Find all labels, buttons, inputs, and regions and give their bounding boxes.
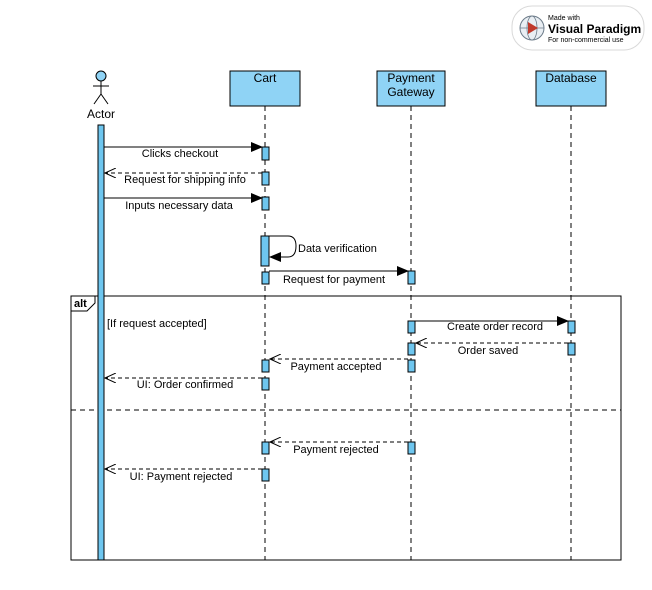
alt-fragment: alt [If request accepted] bbox=[70, 295, 622, 561]
message-clicks-checkout[interactable]: Clicks checkout bbox=[104, 142, 263, 160]
message-label: Data verification bbox=[298, 243, 377, 255]
message-label: Create order record bbox=[447, 321, 543, 333]
message-payment-accepted[interactable]: Payment accepted bbox=[270, 359, 408, 373]
alt-operator-label: alt bbox=[74, 298, 87, 310]
message-label: UI: Order confirmed bbox=[137, 379, 234, 391]
watermark-note: For non-commercial use bbox=[548, 37, 624, 44]
message-label: Request for payment bbox=[283, 274, 385, 286]
cart-activation bbox=[261, 146, 270, 161]
message-ui-payment-rejected[interactable]: UI: Payment rejected bbox=[105, 469, 262, 483]
alt-guard-label: [If request accepted] bbox=[107, 318, 207, 330]
message-label: Payment accepted bbox=[290, 361, 381, 373]
gateway-activation bbox=[407, 270, 416, 285]
message-create-order-record[interactable]: Create order record bbox=[415, 316, 569, 333]
cart-activation bbox=[261, 171, 270, 186]
cart-activation bbox=[261, 377, 270, 391]
cart-activation bbox=[261, 441, 270, 455]
gateway-activation bbox=[407, 359, 416, 373]
gateway-label-line2: Gateway bbox=[387, 85, 434, 99]
database-activation bbox=[567, 342, 576, 356]
cart-activation bbox=[261, 468, 270, 482]
gateway-activation bbox=[407, 320, 416, 334]
cart-label: Cart bbox=[254, 71, 277, 85]
cart-activation bbox=[261, 271, 270, 285]
message-label: Inputs necessary data bbox=[125, 200, 234, 212]
actor-participant[interactable]: Actor bbox=[87, 70, 115, 121]
watermark-brand: Visual Paradigm bbox=[548, 22, 641, 36]
message-label: Order saved bbox=[458, 345, 519, 357]
message-ui-order-confirmed[interactable]: UI: Order confirmed bbox=[105, 378, 262, 391]
message-inputs-data[interactable]: Inputs necessary data bbox=[104, 193, 263, 212]
message-label: UI: Payment rejected bbox=[130, 471, 233, 483]
database-activation bbox=[567, 320, 576, 334]
database-participant[interactable]: Database bbox=[535, 70, 607, 107]
message-order-saved[interactable]: Order saved bbox=[416, 343, 568, 357]
actor-activation-bar bbox=[97, 124, 105, 561]
message-label: Clicks checkout bbox=[142, 148, 218, 160]
cart-activation bbox=[261, 196, 270, 211]
watermark-made-with: Made with bbox=[548, 15, 580, 22]
message-request-shipping-info[interactable]: Request for shipping info bbox=[105, 173, 262, 186]
message-data-verification[interactable]: Data verification bbox=[269, 235, 377, 262]
cart-activation bbox=[260, 235, 270, 267]
database-label: Database bbox=[545, 71, 597, 85]
gateway-activation bbox=[407, 441, 416, 455]
cart-participant[interactable]: Cart bbox=[229, 70, 301, 107]
visual-paradigm-watermark: Made with Visual Paradigm For non-commer… bbox=[511, 5, 645, 51]
payment-gateway-participant[interactable]: Payment Gateway bbox=[376, 70, 446, 107]
message-label: Payment rejected bbox=[293, 444, 379, 456]
gateway-activation bbox=[407, 342, 416, 356]
stick-figure-icon bbox=[93, 70, 109, 105]
actor-label: Actor bbox=[87, 107, 115, 121]
cart-activation bbox=[261, 359, 270, 373]
gateway-label-line1: Payment bbox=[387, 71, 435, 85]
message-label: Request for shipping info bbox=[124, 174, 246, 186]
message-request-for-payment[interactable]: Request for payment bbox=[269, 266, 409, 286]
message-payment-rejected[interactable]: Payment rejected bbox=[270, 442, 408, 456]
visual-paradigm-logo-icon bbox=[519, 15, 545, 41]
